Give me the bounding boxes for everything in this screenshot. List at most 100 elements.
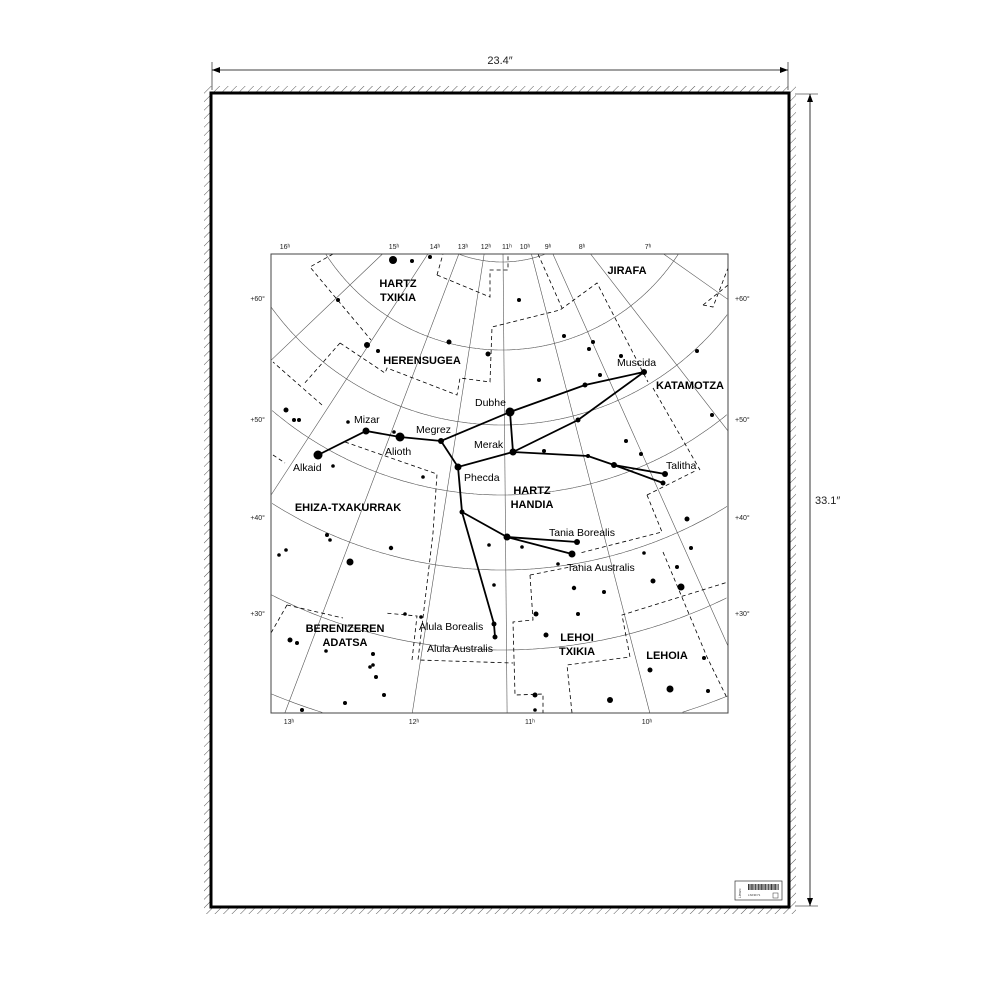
star-dot [485,351,491,357]
constellation-boundary [270,604,288,634]
right-ascension-line [411,253,485,714]
star-dot [543,632,549,638]
star-dot [300,708,304,712]
dec-right-label: +30° [735,610,750,618]
star-dot [283,407,289,413]
star-name-label: Talitha [666,460,697,472]
star-dot [710,413,714,417]
star-name-label: Alula Borealis [419,621,483,633]
star-dot [371,652,375,656]
constellation-label: ADATSA [322,637,367,649]
ra-top-label: 12ʰ [481,244,492,251]
barcode-icon [748,884,779,890]
star-dot [297,418,301,422]
dec-left-label: +40° [250,514,265,522]
constellation-label: HERENSUGEA [383,355,461,367]
star-dot [568,550,576,558]
constellation-boundary [384,612,418,661]
star-dot [313,450,323,460]
ra-top-label: 7ʰ [645,244,652,251]
star-dot [346,420,350,424]
star-dot [389,256,397,264]
ra-top-label: 15ʰ [389,244,400,251]
constellation-label: BERENIZEREN [306,623,385,635]
ra-top-label: 14ʰ [430,244,441,251]
asterism-line [317,371,645,456]
star-dot [295,641,299,645]
constellation-label: HARTZ [513,485,551,497]
declination-circle [271,594,727,651]
big-dipper-figure [317,371,666,638]
ra-bottom-label: 12ʰ [409,719,420,726]
star-name-label: Phecda [464,472,500,484]
product-tag: Lienzo LSF3F71 [734,880,783,901]
star-dot [660,480,666,486]
constellation-boundary [286,604,344,619]
star-dot [328,538,332,542]
constellation-boundary [309,253,372,341]
width-dimension: 23.4″ [211,55,789,90]
dec-left-label: +60° [250,295,265,303]
star-dot [607,697,613,703]
star-name-label: Tania Borealis [549,527,615,539]
ra-bottom-label: 10ʰ [642,719,653,726]
star-dot [336,298,340,302]
star-dot [368,665,372,669]
dec-left-label: +50° [250,416,265,424]
constellation-boundary [529,564,581,576]
star-dot [331,464,335,468]
right-ascension-line [270,253,429,496]
star-name-label: Mizar [354,414,380,426]
constellation-boundary [272,454,286,464]
star-name-label: Dubhe [475,397,506,409]
asterism-line [613,464,664,484]
star-dot [491,621,497,627]
right-ascension-line [502,253,508,714]
ra-top-label: 13ʰ [458,244,469,251]
stars [277,255,714,712]
star-dot [517,298,521,302]
star-dot [574,539,580,545]
height-label: 33.1″ [815,495,840,507]
ra-top-label: 10ʰ [520,244,531,251]
constellation-boundary [566,581,729,714]
star-dot [642,551,646,555]
star-name-label: Alkaid [293,462,322,474]
constellation-boundary [652,387,701,471]
ra-bottom-label: 13ʰ [284,719,295,726]
constellation-boundary [339,282,649,396]
star-dot [684,516,690,522]
star-dot [537,378,541,382]
star-dot [602,590,606,594]
tag-brand: Lienzo [738,888,742,898]
coordinate-grid [270,253,729,714]
star-dot [702,656,706,660]
height-dimension: 33.1″ [795,93,840,907]
constellation-boundary [344,441,514,664]
star-dot [287,637,293,643]
star-dot [346,558,354,566]
declination-circle [272,410,727,496]
star-dot [647,667,653,673]
star-dot [371,663,375,667]
star-name-label: Muscida [617,357,656,369]
star-dot [520,545,524,549]
star-dot [624,439,628,443]
constellation-boundary [302,342,341,386]
star-dot [591,340,595,344]
star-dot [641,369,647,375]
map-border [270,253,729,714]
dec-right-label: +40° [735,514,750,522]
right-ascension-line [270,253,383,361]
declination-circle [271,503,728,571]
star-dot [325,533,329,537]
star-name-label: Tania Australis [567,562,635,574]
star-dot [598,373,602,377]
star-dot [587,347,591,351]
star-dot [487,543,491,547]
right-ascension-line [284,253,460,714]
star-name-label: Alioth [385,446,411,458]
star-dot [639,452,643,456]
star-dot [575,417,581,423]
